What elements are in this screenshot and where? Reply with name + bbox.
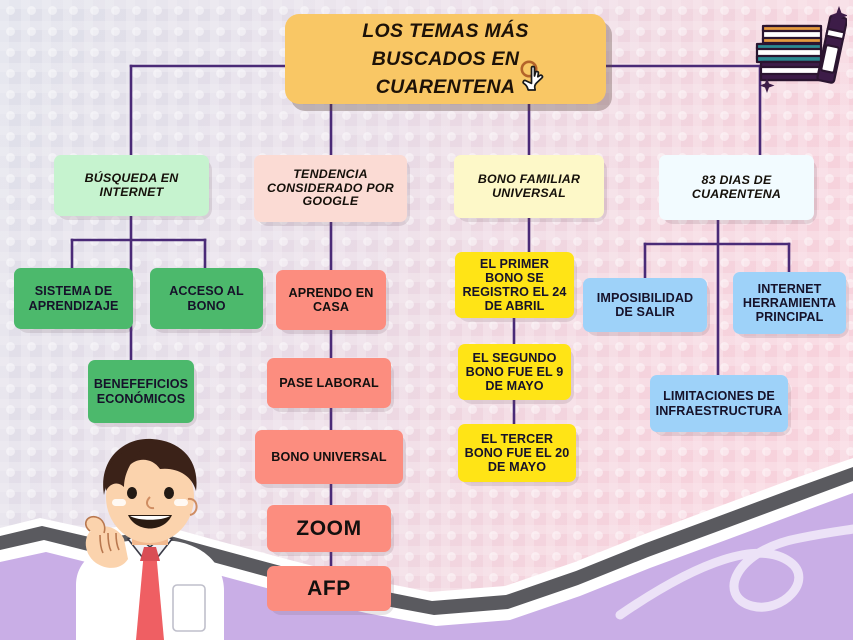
student-character-illustration xyxy=(76,438,224,640)
node-sistema-de-aprendizaje[interactable]: SISTEMA DE APRENDIZAJE xyxy=(14,268,133,329)
node-label: EL SEGUNDO BONO FUE EL 9 DE MAYO xyxy=(458,344,571,400)
node-bono-familiar-universal[interactable]: BONO FAMILIAR UNIVERSAL xyxy=(454,155,604,218)
node-tercer-bono[interactable]: EL TERCER BONO FUE EL 20 DE MAYO xyxy=(458,424,576,482)
node-bono-universal[interactable]: BONO UNIVERSAL xyxy=(255,430,403,484)
node-tendencia-google[interactable]: TENDENCIA CONSIDERADO POR GOOGLE xyxy=(254,155,407,222)
node-label: ACCESO AL BONO xyxy=(150,268,263,329)
node-label: BÚSQUEDA EN INTERNET xyxy=(54,155,209,216)
node-label: LIMITACIONES DE INFRAESTRUCTURA xyxy=(650,375,788,432)
node-label: INTERNET HERRAMIENTA PRINCIPAL xyxy=(733,272,846,334)
node-afp[interactable]: AFP xyxy=(267,566,391,611)
node-limitaciones-de-infraestructura[interactable]: LIMITACIONES DE INFRAESTRUCTURA xyxy=(650,375,788,432)
node-internet-herramienta-principal[interactable]: INTERNET HERRAMIENTA PRINCIPAL xyxy=(733,272,846,334)
node-beneficios-economicos[interactable]: BENEFEFICIOS ECONÓMICOS xyxy=(88,360,194,423)
node-busqueda-en-internet[interactable]: BÚSQUEDA EN INTERNET xyxy=(54,155,209,216)
node-primer-bono[interactable]: EL PRIMER BONO SE REGISTRO EL 24 DE ABRI… xyxy=(455,252,574,318)
node-label: BONO FAMILIAR UNIVERSAL xyxy=(454,155,604,218)
node-imposibilidad-de-salir[interactable]: IMPOSIBILIDAD DE SALIR xyxy=(583,278,707,332)
node-83-dias-de-cuarentena[interactable]: 83 DIAS DE CUARENTENA xyxy=(659,155,814,220)
node-label: TENDENCIA CONSIDERADO POR GOOGLE xyxy=(254,155,407,222)
pointing-hand-cursor-icon xyxy=(520,60,544,91)
node-segundo-bono[interactable]: EL SEGUNDO BONO FUE EL 9 DE MAYO xyxy=(458,344,571,400)
node-label: SISTEMA DE APRENDIZAJE xyxy=(14,268,133,329)
node-label: EL PRIMER BONO SE REGISTRO EL 24 DE ABRI… xyxy=(455,252,574,318)
page-title-node[interactable]: LOS TEMAS MÁS BUSCADOS EN CUARENTENA xyxy=(285,14,606,104)
node-aprendo-en-casa[interactable]: APRENDO EN CASA xyxy=(276,270,386,330)
node-label: ZOOM xyxy=(267,505,391,552)
stack-of-books-icon xyxy=(755,6,847,93)
node-label: EL TERCER BONO FUE EL 20 DE MAYO xyxy=(458,424,576,482)
node-label: APRENDO EN CASA xyxy=(276,270,386,330)
node-label: BONO UNIVERSAL xyxy=(255,430,403,484)
node-label: BENEFEFICIOS ECONÓMICOS xyxy=(88,360,194,423)
node-zoom[interactable]: ZOOM xyxy=(267,505,391,552)
node-label: AFP xyxy=(267,566,391,611)
node-acceso-al-bono[interactable]: ACCESO AL BONO xyxy=(150,268,263,329)
page-title: LOS TEMAS MÁS BUSCADOS EN CUARENTENA xyxy=(362,19,529,99)
node-label: IMPOSIBILIDAD DE SALIR xyxy=(583,278,707,332)
node-label: PASE LABORAL xyxy=(267,358,391,408)
node-pase-laboral[interactable]: PASE LABORAL xyxy=(267,358,391,408)
node-label: 83 DIAS DE CUARENTENA xyxy=(659,155,814,220)
